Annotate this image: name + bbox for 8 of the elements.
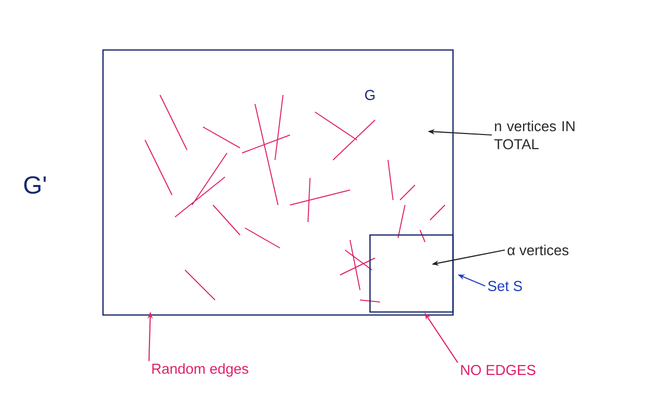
handwritten-label: Set S: [488, 280, 522, 292]
handwritten-label: α vertices: [508, 244, 568, 256]
graph-label: G': [24, 176, 46, 194]
handwritten-label: n vertices IN TOTAL: [494, 120, 574, 150]
graph-box: G: [102, 49, 454, 316]
handwritten-label: NO EDGES: [461, 364, 536, 376]
set-box: [369, 234, 454, 313]
handwritten-label: Random edges: [152, 363, 248, 377]
